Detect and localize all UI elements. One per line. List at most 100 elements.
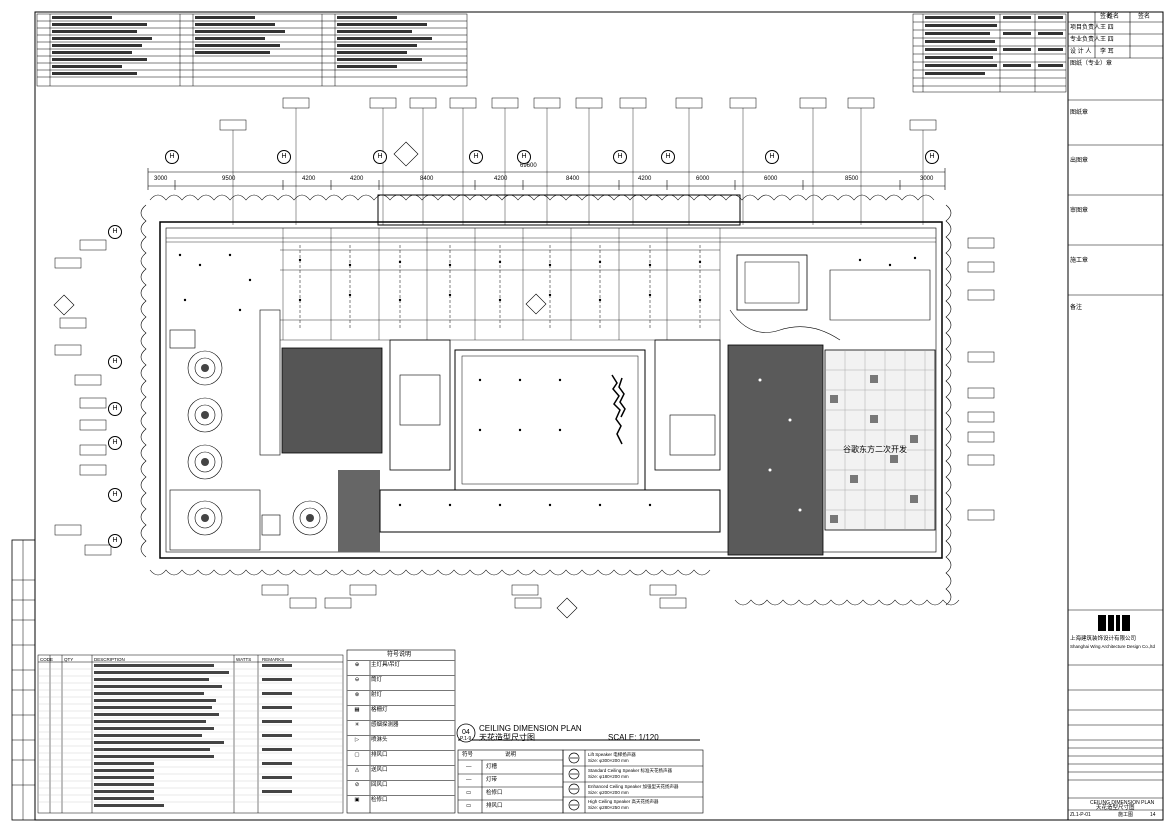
legend-label: 排风口 [371, 752, 388, 758]
role-label: 专业负责人 [1070, 37, 1101, 43]
plan-scale: SCALE: 1/120 [608, 733, 659, 742]
line-legend-label: 灯槽 [486, 764, 498, 770]
grid-bubble: H [108, 436, 122, 450]
grid-bubble: H [613, 150, 627, 164]
plan-number: 04 [462, 729, 470, 736]
grid-bubble: H [108, 225, 122, 239]
stamp-field: 备注 [1070, 305, 1083, 311]
title-block-header: 签名 [1100, 14, 1113, 20]
legend-label: 主灯具/吊灯 [371, 662, 401, 668]
legend-label: 回风口 [371, 782, 388, 788]
line-legend-col: 符号 [462, 752, 474, 758]
grid-bubble: H [661, 150, 675, 164]
legend-header: 符号说明 [387, 652, 412, 658]
smoke-detector-icon: ✳ [354, 722, 360, 728]
dim-text: 3000 [920, 176, 934, 182]
legend-item: ▢ 排风口 [347, 750, 455, 758]
symbol-legend: 符号说明 ⊕ 主灯具/吊灯 ⊖筒灯 ⊗ 射灯 ▦ 格栅灯 ✳感烟探测器 ▷ 喷淋头 ▢ 排… [347, 650, 455, 813]
exhaust-icon: ▢ [354, 752, 360, 758]
grid-bubble: H [517, 150, 531, 164]
dim-text: 9500 [222, 176, 236, 182]
speaker-name: Standard Ceiling Speaker 标准天花扬声器 [588, 768, 673, 773]
grille-light-icon: ▦ [354, 707, 360, 713]
legend-item: ✳感烟探测器 [347, 720, 455, 728]
legend-label: 送风口 [371, 767, 388, 773]
legend-item: ▣检修口 [347, 795, 455, 803]
pendant-light-icon: ⊕ [354, 662, 360, 668]
stamp-field: 图纸章 [1070, 110, 1089, 116]
legend-item: ⊗ 射灯 [347, 690, 455, 698]
legend-item: ◬ 送风口 [347, 765, 455, 773]
grid-bubble: H [765, 150, 779, 164]
title-block-header: 签名 [1138, 14, 1151, 20]
legend-item: ⊘ 回风口 [347, 780, 455, 788]
dim-text: 8400 [566, 176, 580, 182]
stamp-field: 图纸（专业）章 [1070, 61, 1113, 67]
sprinkler-icon: ▷ [354, 737, 360, 743]
company-name-cn: 上海建筑装饰设计有限公司 [1070, 636, 1137, 642]
role-name: 李 耳 [1100, 49, 1114, 55]
dim-text: 4200 [494, 176, 508, 182]
schedule-col-qty: QTY [64, 657, 74, 662]
line-legend-sym: ▭ [466, 803, 472, 809]
speaker-name: Lift Speaker 电梯扬声器 [588, 752, 636, 757]
dim-text: 6000 [764, 176, 778, 182]
legend-label: 射灯 [371, 692, 383, 698]
legend-label: 格栅灯 [371, 707, 388, 713]
grid-bubble: H [108, 402, 122, 416]
title-block-header: 姓名 [1107, 14, 1120, 20]
dim-text: 3000 [154, 176, 168, 182]
plan-title-cn: 天花造型尺寸图 [479, 733, 535, 742]
role-label: 设 计 人 [1070, 49, 1092, 55]
grid-bubble: H [925, 150, 939, 164]
drawing-status: 施工图 [1118, 812, 1134, 818]
dim-text: 4200 [350, 176, 364, 182]
grid-bubble: H [277, 150, 291, 164]
dim-text: 4200 [638, 176, 652, 182]
legend-item: ⊖筒灯 [347, 675, 455, 683]
access-panel-icon: ▣ [354, 797, 360, 803]
downlight-icon: ⊖ [354, 677, 360, 683]
supply-air-icon: ◬ [354, 767, 360, 773]
dim-text: 8400 [420, 176, 434, 182]
speaker-size: Size: φ200×200 mm [588, 790, 629, 795]
legend-item: ⊕ 主灯具/吊灯 [347, 660, 455, 668]
room-label: 谷歌东方二次开发 [843, 445, 907, 454]
legend-item: ▷ 喷淋头 [347, 735, 455, 743]
grid-bubble: H [165, 150, 179, 164]
sheet-count: 14 [1150, 812, 1156, 818]
dim-text: 6000 [696, 176, 710, 182]
title-block-drawing-cn: 天花造型尺寸图 [1096, 805, 1135, 811]
role-name: 王 四 [1100, 37, 1114, 43]
speaker-size: Size: φ280×250 mm [588, 805, 629, 810]
grid-bubble: H [108, 355, 122, 369]
speaker-size: Size: φ300×200 mm [588, 758, 629, 763]
overall-dimension: 69600 [520, 163, 537, 169]
speaker-size: Size: φ180×200 mm [588, 774, 629, 779]
company-name-en: Shanghai Wing Architecture Design Co.,lt… [1070, 644, 1156, 649]
grid-bubble: H [373, 150, 387, 164]
line-legend-sym: — [466, 777, 472, 783]
line-legend-label: 排风口 [486, 803, 503, 809]
schedule-col-watts: WATTS [236, 657, 252, 662]
stamp-field: 审图章 [1070, 208, 1089, 214]
schedule-col-code: CODE [40, 657, 54, 662]
grid-bubble: H [108, 534, 122, 548]
stamp-field: 出图章 [1070, 158, 1089, 164]
spotlight-icon: ⊗ [354, 692, 360, 698]
dim-text: 4200 [302, 176, 316, 182]
schedule-col-description: DESCRIPTION [94, 657, 125, 662]
schedule-col-remarks: REMARKS [262, 657, 285, 662]
legend-item: ▦ 格栅灯 [347, 705, 455, 713]
line-legend-sym: ▭ [466, 790, 472, 796]
line-legend-col: 说明 [505, 752, 517, 758]
title-block-drawing-en: CEILING DIMENSION PLAN [1090, 800, 1155, 806]
role-name: 王 四 [1100, 25, 1114, 31]
grid-bubble: H [469, 150, 483, 164]
return-air-icon: ⊘ [354, 782, 360, 788]
line-legend-label: 检修口 [486, 790, 503, 796]
speaker-name: Enhanced Ceiling Speaker 加强型天花扬声器 [588, 784, 679, 789]
legend-label: 喷淋头 [371, 737, 388, 743]
plan-sheet-ref: P.1-9 [460, 736, 472, 742]
